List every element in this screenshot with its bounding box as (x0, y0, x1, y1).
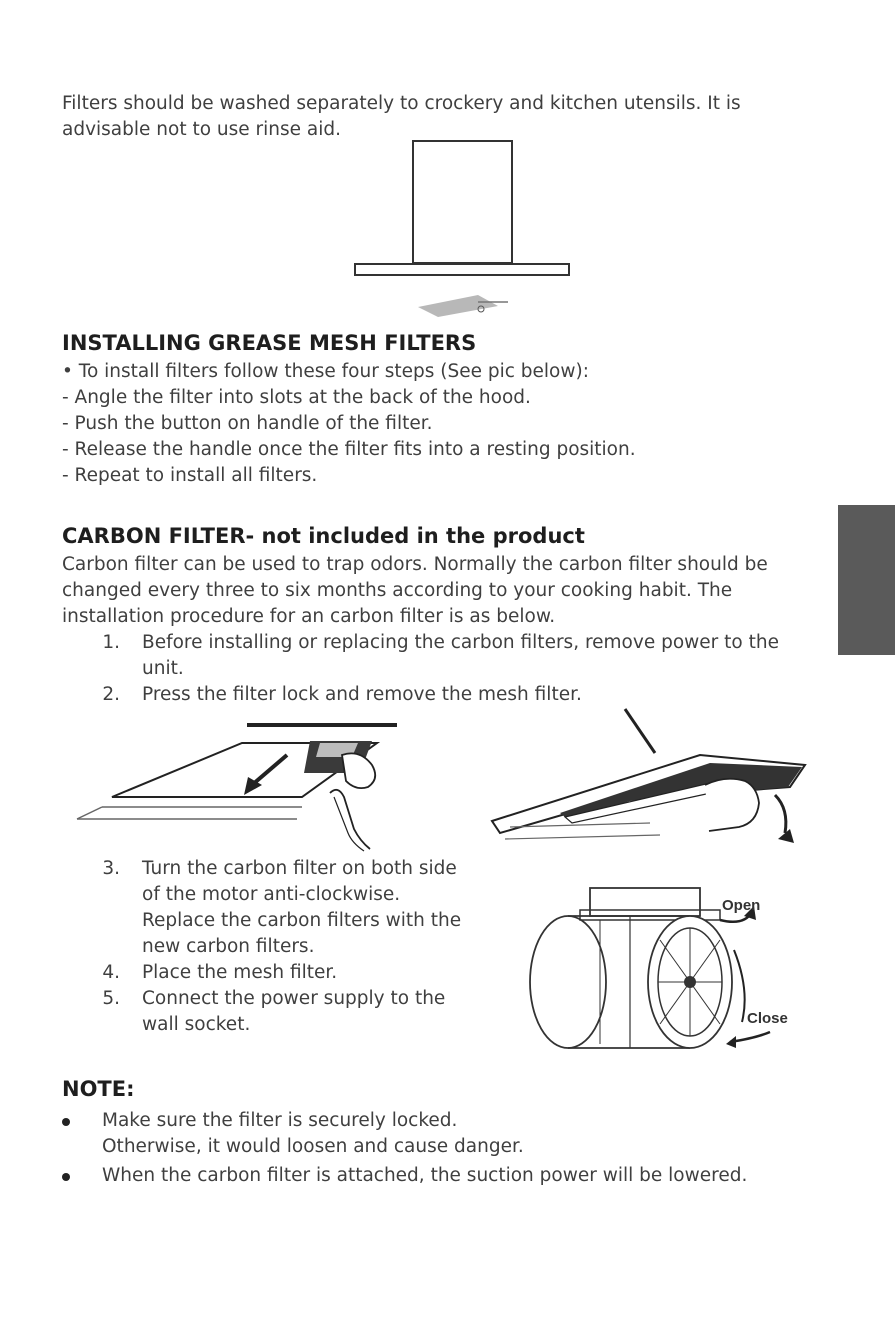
carbon-line-2: changed every three to six months accord… (62, 580, 733, 601)
carbon-line-1: Carbon filter can be used to trap odors.… (62, 554, 768, 575)
grease-heading: INSTALLING GREASE MESH FILTERS (62, 331, 477, 355)
filter-remove-illustration (490, 708, 807, 843)
filter-lock-illustration (76, 723, 397, 852)
step-2-line-1: Press the filter lock and remove the mes… (142, 684, 582, 705)
hood-illustration (354, 140, 570, 317)
step-5-line-1: Connect the power supply to the (142, 988, 446, 1009)
grease-line-3: - Push the button on handle of the filte… (62, 413, 433, 434)
step-3-line-4: new carbon filters. (142, 936, 315, 957)
step-3-number: 3. (102, 858, 120, 879)
grease-line-4: - Release the handle once the filter fit… (62, 439, 636, 460)
step-2-number: 2. (102, 684, 120, 705)
section-tab (838, 505, 895, 655)
motor-close-label: Close (747, 1010, 788, 1027)
carbon-line-3: installation procedure for an carbon fil… (62, 606, 556, 627)
step-1-line-2: unit. (142, 658, 184, 679)
step-1-line-1: Before installing or replacing the carbo… (142, 632, 779, 653)
note-bullet-1-dot (62, 1118, 70, 1126)
step-3-line-3: Replace the carbon filters with the (142, 910, 462, 931)
intro-line-1: Filters should be washed separately to c… (62, 93, 741, 114)
grease-line-2: - Angle the filter into slots at the bac… (62, 387, 531, 408)
step-4-line-1: Place the mesh filter. (142, 962, 338, 983)
step-3-line-2: of the motor anti-clockwise. (142, 884, 401, 905)
motor-open-label: Open (722, 897, 761, 914)
note-bullet-2-line-1: When the carbon filter is attached, the … (102, 1165, 748, 1186)
step-5-line-2: wall socket. (142, 1014, 251, 1035)
step-5-number: 5. (102, 988, 120, 1009)
note-heading: NOTE: (62, 1077, 135, 1101)
step-1-number: 1. (102, 632, 120, 653)
note-bullet-2-dot (62, 1173, 70, 1181)
note-bullet-1-line-1: Make sure the filter is securely locked. (102, 1110, 458, 1131)
note-bullet-1-line-2: Otherwise, it would loosen and cause dan… (102, 1136, 524, 1157)
step-3-line-1: Turn the carbon filter on both side (142, 858, 457, 879)
carbon-heading: CARBON FILTER- not included in the produ… (62, 524, 585, 548)
grease-line-5: - Repeat to install all filters. (62, 465, 318, 486)
motor-illustration (529, 887, 771, 1049)
step-4-number: 4. (102, 962, 120, 983)
intro-line-2: advisable not to use rinse aid. (62, 119, 342, 140)
grease-line-1: • To install filters follow these four s… (62, 361, 589, 382)
